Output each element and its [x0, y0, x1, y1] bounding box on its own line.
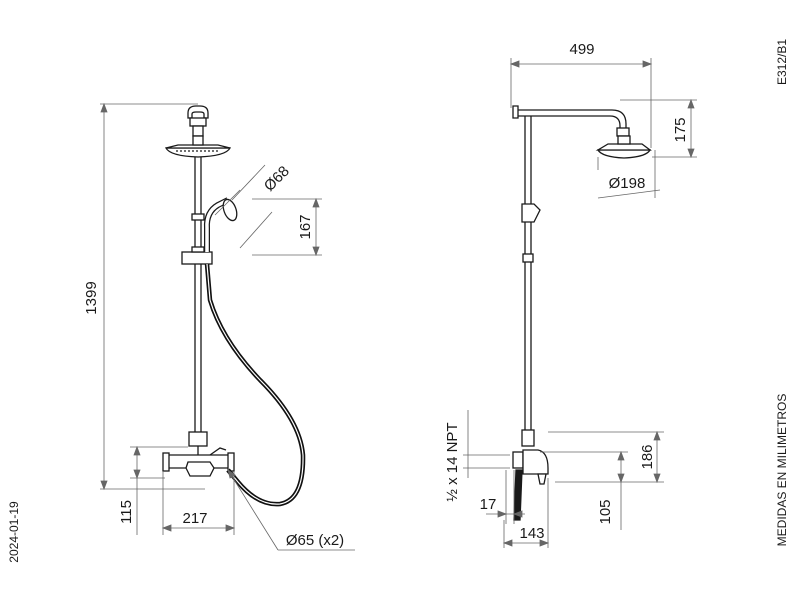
dim-wall-offset: 17 — [480, 496, 497, 513]
rain-shower-head-side — [595, 135, 652, 159]
dim-thread-spec: ½ x 14 NPT — [444, 422, 461, 501]
hand-shower-front — [203, 197, 238, 252]
front-dimension-lines — [100, 102, 355, 551]
dim-outlet-height: 115 — [118, 500, 135, 524]
dim-mixer-width: 217 — [182, 510, 207, 527]
dim-arm-length: 499 — [569, 41, 594, 58]
side-dimension-lines — [463, 58, 697, 548]
mixer-valve-front — [162, 431, 235, 477]
front-view — [162, 105, 238, 477]
dim-total-height: 1399 — [83, 281, 100, 314]
dim-hand-shower-height: 167 — [297, 214, 314, 239]
dim-hand-shower-diameter: Ø68 — [261, 163, 293, 195]
drawing-date: 2024-01-19 — [7, 501, 21, 563]
rain-shower-head-front — [164, 135, 232, 158]
dim-valve-height: 186 — [639, 444, 656, 469]
dim-spout-height: 105 — [597, 499, 614, 524]
drawing-code: E312/B1 — [775, 39, 789, 85]
dim-hose-diameter: Ø65 (x2) — [286, 532, 344, 549]
dim-mixer-depth: 143 — [519, 525, 544, 542]
mixer-valve-side — [512, 429, 549, 521]
units-note: MEDIDAS EN MILIMETROS — [775, 394, 789, 547]
side-view — [512, 105, 652, 521]
dim-head-drop: 175 — [672, 117, 689, 142]
dim-head-diameter: Ø198 — [609, 175, 646, 192]
